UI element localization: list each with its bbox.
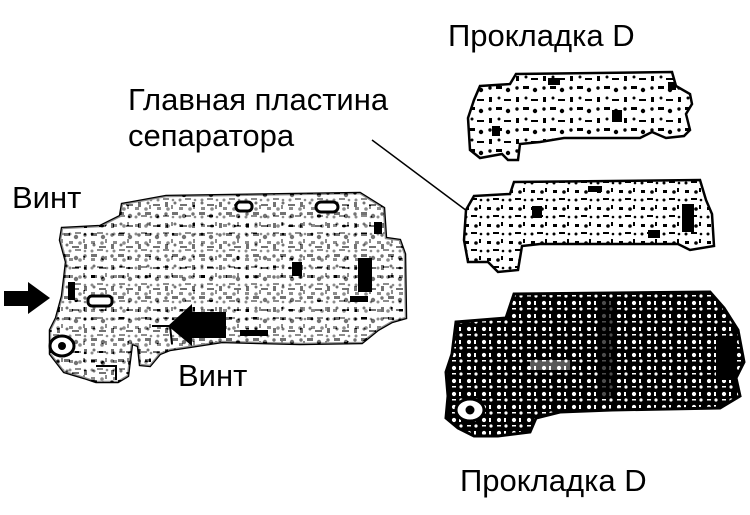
main-separator-plate (48, 191, 408, 384)
screw-left-label: Винт (12, 180, 82, 215)
gasket-bottom-label: Прокладка D (460, 463, 647, 498)
main-plate-label-line2: сепаратора (128, 118, 295, 153)
main-plate-label: Главная пластина сепаратора (128, 82, 388, 154)
main-plate-label-line1: Главная пластина (128, 82, 389, 117)
gasket-top-label: Прокладка D (448, 18, 635, 53)
arrow-left-icon (168, 304, 226, 346)
separator-plate-middle (462, 178, 716, 274)
leader-line (371, 139, 468, 212)
valve-body (444, 290, 746, 438)
arrow-right-icon (4, 282, 50, 314)
screw-bottom-label: Винт (178, 358, 248, 393)
gasket-d-top (466, 70, 694, 162)
